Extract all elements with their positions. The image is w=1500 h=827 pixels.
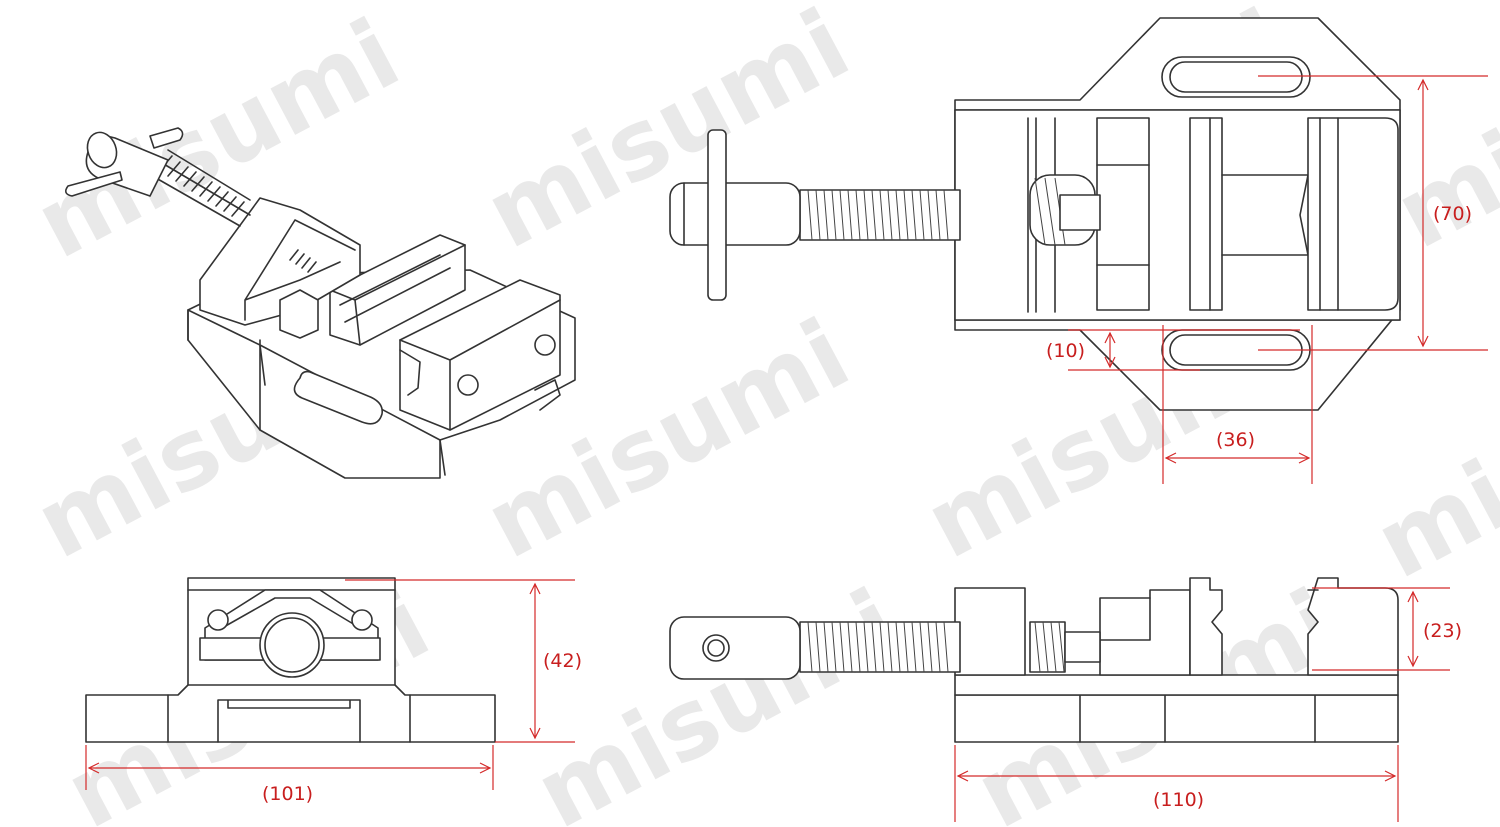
side-moving-jaw-plate [1189,577,1223,676]
side-base-divisions [1079,694,1316,743]
top-handle-bar [707,129,727,301]
dim-slot-width: (10) [1046,329,1300,371]
iso-screw-thread [155,149,317,273]
front-feet [167,684,411,743]
top-jaw-vee [1221,174,1309,256]
front-bolt-right [351,609,373,631]
dim-front-height: (42) [345,579,582,743]
top-slot-upper-inner [1169,61,1303,93]
front-channel [217,699,361,743]
watermark-text: misumi [18,0,416,280]
front-screw-boss-inner [264,617,320,673]
top-view: (70) (10) (36) [669,17,1488,484]
top-jaw-back-lines [1096,164,1150,266]
dim-side-jaw-height-label: (23) [1423,620,1462,642]
front-bolt-left [207,609,229,631]
dim-side-jaw-height: (23) [1312,587,1462,671]
side-screw-tail-thread [1034,621,1065,673]
side-base [954,694,1399,743]
dim-top-height-label: (70) [1433,203,1472,225]
iso-fixed-jaw [399,279,561,431]
iso-jaw-notch [399,349,561,411]
side-handle-hole [702,634,730,662]
dim-slot-length-label: (36) [1216,429,1255,451]
iso-hole-front [457,374,479,396]
side-handle-hole-inner [707,639,725,657]
side-view: (23) (110) [669,577,1462,822]
side-screw-thread [807,621,949,673]
front-block-inner [221,597,361,629]
side-fixed-jaw [1307,577,1399,676]
iso-rear-block-edges [244,219,356,321]
iso-hole-right [534,334,556,356]
iso-moving-jaw-edges [329,244,466,346]
top-moving-jaw [1189,117,1223,311]
iso-rear-block [199,197,361,326]
front-screw-boss [259,612,325,678]
dim-slot-length: (36) [1162,325,1313,484]
top-screw [799,174,1101,246]
top-moving-jaw-back [1096,117,1150,311]
top-fixed-jaw [1307,117,1339,311]
top-front-face [1337,117,1399,311]
iso-fixed-jaw-edges [399,299,561,431]
side-screw-body [799,621,961,673]
iso-base-edges-2 [259,344,446,476]
dim-front-width: (101) [85,745,494,805]
top-screw-body [799,189,961,241]
watermark-text: misumi [518,568,916,827]
dim-front-height-label: (42) [543,650,582,672]
isometric-view [64,127,576,479]
iso-knob-end [86,131,118,169]
iso-rear-web [279,289,319,339]
iso-jaw-grooves [339,254,451,323]
side-rear-block [954,587,1026,676]
dim-side-length: (110) [954,745,1399,822]
iso-handle-bar-high [149,127,184,149]
front-view: (42) (101) [85,577,582,805]
top-handle-knob [669,182,801,246]
side-screw [799,621,1101,673]
top-screw-end [1059,194,1101,231]
top-handle [669,129,801,301]
dim-side-length-label: (110) [1153,789,1204,811]
watermark-text: misumi [1358,318,1500,601]
iso-base-slot [293,370,384,425]
side-moving-jaw [1099,589,1191,676]
iso-handle-bar-low [64,171,123,197]
side-screw-end [1064,631,1101,663]
dim-top-height: (70) [1258,75,1488,351]
dim-slot-width-label: (10) [1046,340,1085,362]
side-handle-knob [669,616,801,680]
top-screw-thread [807,189,949,241]
dim-front-width-label: (101) [262,783,313,805]
side-rail [954,674,1399,696]
side-moving-jaw-step [1099,597,1151,641]
